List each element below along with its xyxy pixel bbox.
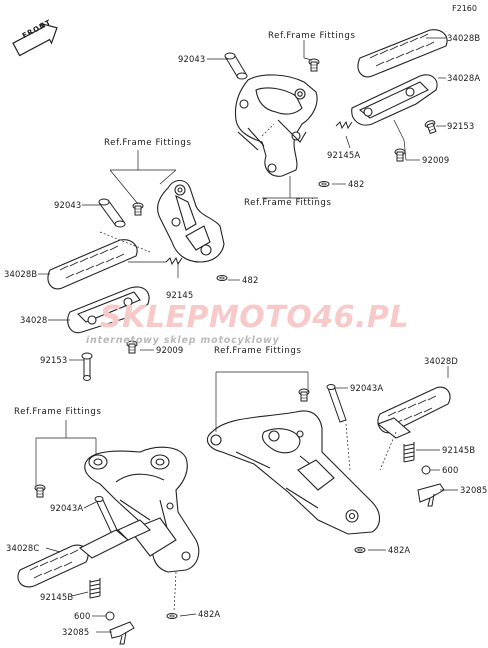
lower-right-ref-bolt xyxy=(298,388,310,402)
lower-right-leaders xyxy=(215,366,458,551)
top-clip xyxy=(318,181,330,187)
part-32085-right[interactable]: 32085 xyxy=(460,485,488,495)
mid-pin xyxy=(98,198,126,228)
part-34028B-mid[interactable]: 34028B xyxy=(4,269,38,279)
lower-right-plate xyxy=(417,483,445,507)
ref-frame-fittings-lower-right: Ref.Frame Fittings xyxy=(214,346,302,356)
part-92043A-right[interactable]: 92043A xyxy=(350,383,384,393)
lower-right-clip xyxy=(354,547,366,553)
lower-left-ball xyxy=(105,611,115,621)
part-34028C[interactable]: 34028C xyxy=(6,543,40,553)
part-92145B-right[interactable]: 92145B xyxy=(442,445,476,455)
part-600-left[interactable]: 600 xyxy=(74,611,91,621)
lower-right-bracket xyxy=(206,410,381,535)
mid-leaders xyxy=(38,150,240,361)
part-92009-top[interactable]: 92009 xyxy=(422,155,450,165)
top-screw xyxy=(394,148,406,162)
top-leaders xyxy=(207,37,446,199)
part-92043-top[interactable]: 92043 xyxy=(178,54,206,64)
mid-footpeg-base xyxy=(67,286,150,334)
part-92009-mid[interactable]: 92009 xyxy=(156,345,184,355)
mid-bracket xyxy=(157,179,225,263)
lower-left-pin xyxy=(94,496,119,535)
part-92145[interactable]: 92145 xyxy=(166,290,194,300)
top-bracket xyxy=(234,74,318,177)
part-92145A[interactable]: 92145A xyxy=(327,150,361,160)
part-482-top[interactable]: 482 xyxy=(348,179,365,189)
top-footpeg-rubber xyxy=(357,29,448,78)
part-92043-mid[interactable]: 92043 xyxy=(54,200,82,210)
mid-clip xyxy=(216,275,228,281)
part-34028A[interactable]: 34028A xyxy=(447,73,481,83)
top-footpeg-bolt xyxy=(423,118,439,135)
ref-frame-fittings-top: Ref.Frame Fittings xyxy=(268,31,356,41)
mid-spring xyxy=(165,256,183,266)
part-32085-left[interactable]: 32085 xyxy=(62,627,90,637)
watermark-subtitle: internetowy sklep motocyklowy xyxy=(86,335,280,346)
watermark-logo: SKLEPMOTO46.PL xyxy=(100,300,410,335)
part-92145B-left[interactable]: 92145B xyxy=(40,592,74,602)
mid-footpeg-bolt xyxy=(81,352,93,381)
part-92153-top[interactable]: 92153 xyxy=(447,121,475,131)
mid-footpeg-rubber xyxy=(47,239,138,290)
lower-left-leaders xyxy=(35,420,197,633)
part-482A-left[interactable]: 482A xyxy=(198,609,221,619)
lower-left-ref-bolt xyxy=(34,484,46,498)
lower-left-spring xyxy=(89,578,101,599)
top-ref-bolt xyxy=(308,58,320,72)
front-arrow-icon xyxy=(12,22,58,57)
top-spring xyxy=(335,120,353,130)
part-482A-right[interactable]: 482A xyxy=(388,545,411,555)
lower-right-footpeg xyxy=(376,386,451,439)
part-34028D[interactable]: 34028D xyxy=(424,356,458,366)
lower-right-ball xyxy=(421,465,431,475)
part-92153-mid[interactable]: 92153 xyxy=(40,355,68,365)
ref-frame-fittings-top-bottom: Ref.Frame Fittings xyxy=(244,198,332,208)
part-34028[interactable]: 34028 xyxy=(20,315,48,325)
ref-frame-fittings-lower-left: Ref.Frame Fittings xyxy=(14,407,102,417)
part-482-mid[interactable]: 482 xyxy=(242,275,259,285)
part-92043A-left[interactable]: 92043A xyxy=(50,503,84,513)
part-600-right[interactable]: 600 xyxy=(442,465,459,475)
lower-right-pin xyxy=(326,384,347,423)
lower-left-plate xyxy=(109,621,135,645)
part-34028B-top[interactable]: 34028B xyxy=(447,33,481,43)
diagram-code: F2160 xyxy=(452,4,477,13)
lower-left-footpeg xyxy=(17,519,151,588)
lower-left-clip xyxy=(166,613,178,619)
top-footpeg-base xyxy=(351,74,438,126)
top-pin xyxy=(224,52,248,80)
lower-right-spring xyxy=(403,442,415,463)
mid-ref-bolt xyxy=(132,202,144,216)
ref-frame-fittings-mid-left: Ref.Frame Fittings xyxy=(104,138,192,148)
